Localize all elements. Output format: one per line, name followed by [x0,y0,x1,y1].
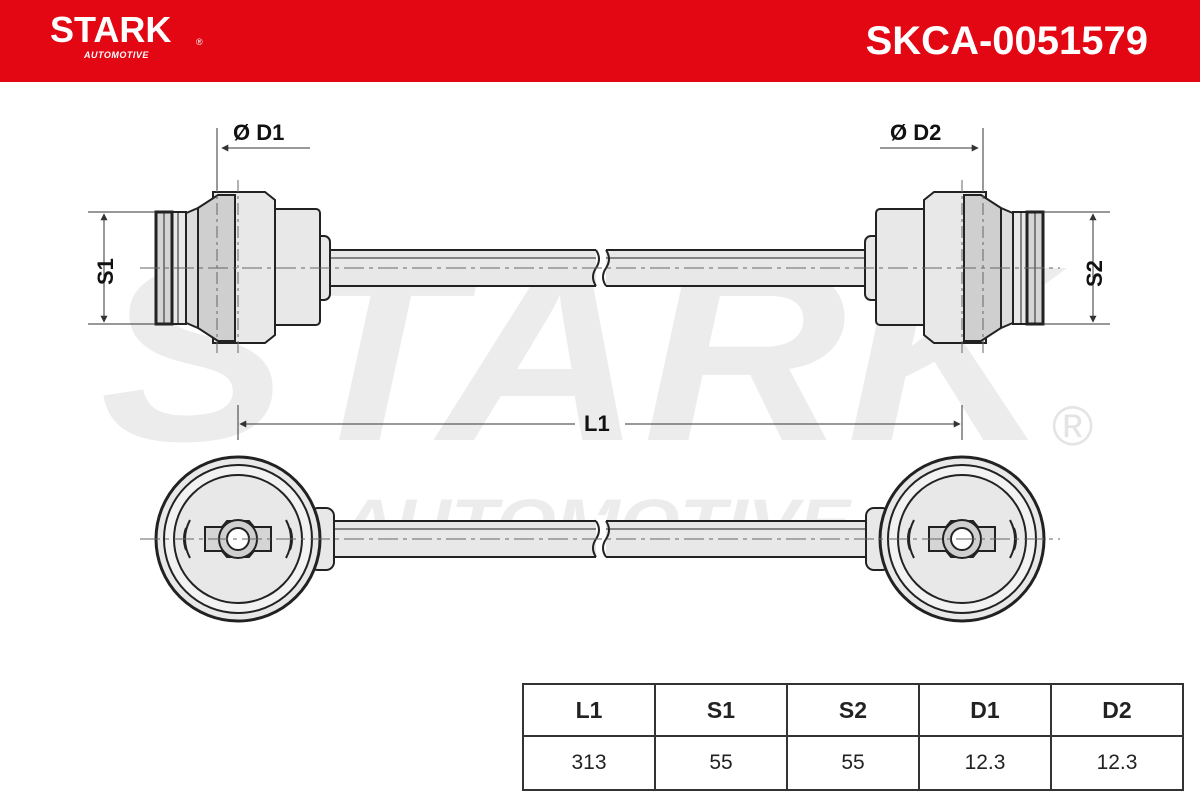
watermark-reg: ® [1052,394,1093,457]
spec-value-s2: 55 [786,735,920,791]
part-number: SKCA-0051579 [865,19,1148,63]
spec-value-l1: 313 [522,735,656,791]
spec-value-d1: 12.3 [918,735,1052,791]
spec-header-d1: D1 [918,683,1052,737]
label-d2: Ø D2 [890,120,941,145]
spec-value-s1: 55 [654,735,788,791]
spec-header-d2: D2 [1050,683,1184,737]
spec-header-l1: L1 [522,683,656,737]
side-view [140,180,1060,355]
right-bushing-side [864,191,1045,344]
header-bar: STARK ® AUTOMOTIVE SKCA-0051579 [0,0,1200,82]
technical-drawing: STARK ® AUTOMOTIVE [88,120,1110,623]
left-eye-front [154,455,335,623]
spec-table: L1 S1 S2 D1 D2 313 55 55 12.3 12.3 [522,683,1184,791]
label-d1: Ø D1 [233,120,284,145]
spec-header-row: L1 S1 S2 D1 D2 [522,683,1184,737]
logo-registered-mark: ® [196,37,203,47]
spec-header-s2: S2 [786,683,920,737]
front-view [140,455,1060,623]
spec-header-s1: S1 [654,683,788,737]
spec-value-row: 313 55 55 12.3 12.3 [522,735,1184,791]
label-s2: S2 [1082,260,1107,287]
logo-subtitle: AUTOMOTIVE [84,50,149,60]
dimension-lines [88,128,1110,440]
label-l1: L1 [584,411,610,436]
spec-value-d2: 12.3 [1050,735,1184,791]
label-s1: S1 [93,258,118,285]
stark-logo: STARK [50,9,172,50]
